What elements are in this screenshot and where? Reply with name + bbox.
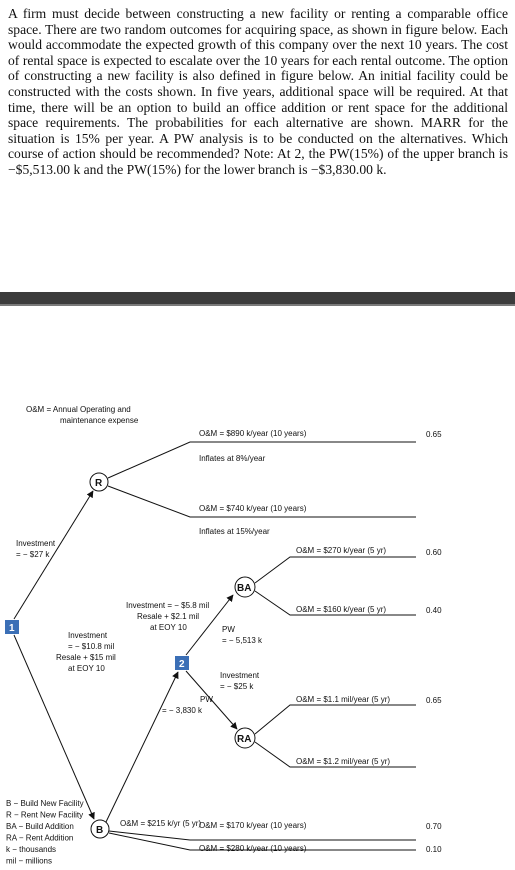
b-lower-branch (108, 832, 416, 851)
legend-item: RA − Rent Addition (6, 834, 73, 843)
investment-ra-line2: = − $25 k (220, 682, 254, 691)
decision-node-2 (175, 656, 189, 670)
r-upper-branch (107, 441, 416, 479)
investment-b-line4: at EOY 10 (68, 664, 105, 673)
b-lower-om: O&M = $280 k/year (10 years) (199, 844, 307, 853)
r-lower-inflation: Inflates at 15%/year (199, 527, 270, 536)
separator-bar (0, 292, 515, 304)
edge-2-to-ba (185, 594, 234, 656)
chance-node-r-label: R (95, 478, 103, 489)
legend-item: R − Rent New Facility (6, 811, 83, 820)
ba-lower-probability: 0.40 (426, 606, 442, 615)
investment-b-line1: Investment (68, 631, 108, 640)
b-upper-om: O&M = $170 k/year (10 years) (199, 821, 307, 830)
decision-node-1 (5, 620, 19, 634)
investment-ba-line1: Investment = − $5.8 mil (126, 601, 209, 610)
chance-node-r (89, 472, 109, 492)
om-definition-line2: maintenance expense (60, 416, 139, 425)
pw-ba-line2: = − 5,513 k (222, 636, 263, 645)
investment-ba-line3: at EOY 10 (150, 623, 187, 632)
legend-item: k − thousands (6, 845, 56, 854)
ra-upper-probability: 0.65 (426, 696, 442, 705)
ra-upper-branch (254, 704, 416, 735)
legend-item: BA − Build Addition (6, 822, 74, 831)
r-upper-probability: 0.65 (426, 430, 442, 439)
edge-b-to-2 (105, 671, 179, 823)
edge-1-to-b (13, 634, 95, 820)
ra-lower-branch (254, 741, 416, 768)
b-upper-branch (108, 830, 416, 841)
investment-r-line2: = − $27 k (16, 550, 50, 559)
investment-r-line1: Investment (16, 539, 56, 548)
r-lower-om: O&M = $740 k/year (10 years) (199, 504, 307, 513)
chance-node-b (90, 819, 110, 839)
r-upper-om: O&M = $890 k/year (10 years) (199, 429, 307, 438)
r-upper-inflation: Inflates at 8%/year (199, 454, 266, 463)
b-lower-probability: 0.10 (426, 845, 442, 854)
chance-node-ba (234, 576, 256, 598)
chance-node-ra-label: RA (237, 734, 251, 745)
legend: B − Build New Facility R − Rent New Faci… (6, 799, 84, 866)
r-lower-branch (107, 485, 416, 518)
chance-node-ra (234, 727, 256, 749)
investment-b-line3: Resale + $15 mil (56, 653, 116, 662)
edge-2-to-ra (185, 670, 238, 730)
ba-lower-branch (254, 590, 416, 616)
ba-lower-om: O&M = $160 k/year (5 yr) (296, 605, 386, 614)
pw-ra-line1: PW (200, 695, 213, 704)
legend-item: mil − millions (6, 857, 52, 866)
separator-bar-lower (0, 304, 515, 306)
pw-ra-line2: = − 3,830 k (162, 706, 203, 715)
investment-ra-line1: Investment (220, 671, 260, 680)
problem-text: A firm must decide between constructing … (8, 6, 508, 177)
chance-node-ba-label: BA (237, 583, 251, 594)
decision-node-2-label: 2 (179, 659, 185, 670)
legend-item: B − Build New Facility (6, 799, 84, 808)
ba-upper-om: O&M = $270 k/year (5 yr) (296, 546, 386, 555)
decision-node-1-label: 1 (9, 623, 15, 634)
investment-b-line2: = − $10.8 mil (68, 642, 114, 651)
chance-node-b-label: B (96, 825, 103, 836)
pw-ba-line1: PW (222, 625, 235, 634)
ra-lower-om: O&M = $1.2 mil/year (5 yr) (296, 757, 390, 766)
b-upper-probability: 0.70 (426, 822, 442, 831)
investment-ba-line2: Resale + $2.1 mil (137, 612, 199, 621)
edge-1-to-r (13, 490, 94, 620)
b-om: O&M = $215 k/yr (5 yr) (120, 819, 201, 828)
ba-upper-branch (254, 556, 416, 584)
ra-upper-om: O&M = $1.1 mil/year (5 yr) (296, 695, 390, 704)
ba-upper-probability: 0.60 (426, 548, 442, 557)
om-definition-line1: O&M = Annual Operating and (26, 405, 131, 414)
